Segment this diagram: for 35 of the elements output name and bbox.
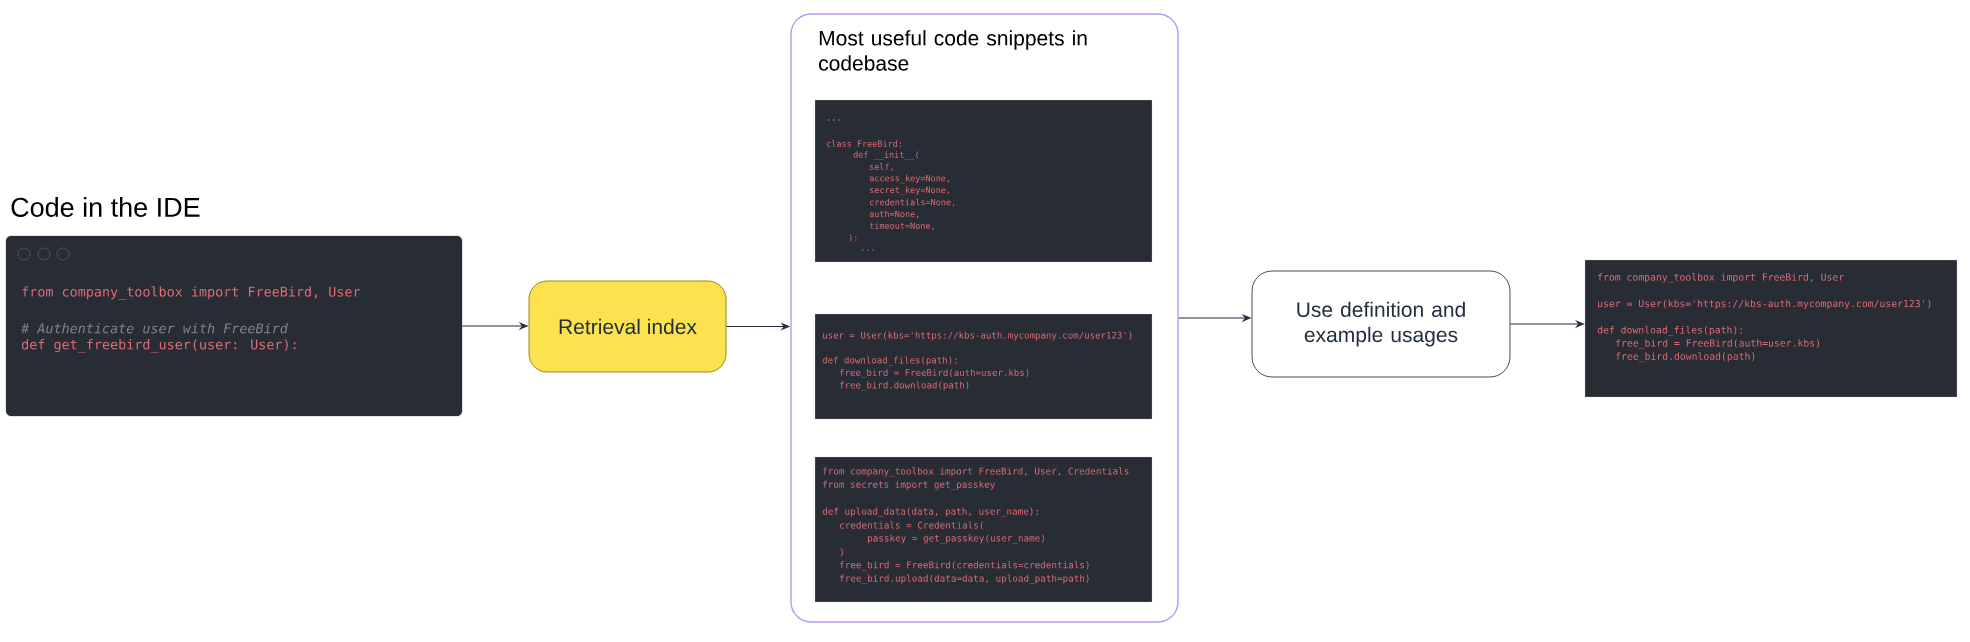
code-line: def download_files(path):	[1597, 325, 1742, 336]
code-line: )	[840, 548, 843, 557]
code-line: from secrets import get_passkey	[823, 480, 995, 490]
code-line: def upload_data(data, path, user_name):	[822, 507, 1038, 517]
code-line: ):	[849, 234, 857, 242]
group-title: Most useful code snippets in codebase	[819, 30, 1087, 71]
code-line: auth=None,	[869, 210, 919, 219]
process-box: Retrieval index	[528, 280, 727, 373]
code-line: free_bird.upload(data=data, upload_path=path)	[840, 574, 1089, 584]
code-line: ...	[828, 119, 840, 121]
code-line: self,	[870, 163, 893, 172]
code-line: secret_key=None,	[870, 186, 950, 196]
code-line: class FreeBird:	[826, 140, 901, 147]
code-line: access_key=None,	[869, 174, 950, 184]
code-line: def download_files(path):	[822, 356, 957, 366]
heading: Code in the IDE	[11, 197, 200, 217]
code-line: timeout=None,	[869, 222, 934, 230]
code-line: from company_toolbox import FreeBird, User, Credentials	[823, 467, 1129, 477]
code-line: credentials = Credentials(	[840, 521, 983, 530]
code-line: ...	[862, 249, 874, 251]
code-line: free_bird = FreeBird(auth=user.kbs)	[1616, 339, 1819, 349]
code-line: from company_toolbox import FreeBird, User	[22, 286, 361, 300]
code-line: user = User(kbs='https://kbs-auth.mycompany.com/user123')	[1598, 299, 1931, 310]
code-line: free_bird = FreeBird(credentials=credentials)	[840, 561, 1089, 571]
code-line: credentials=None,	[869, 198, 955, 207]
code-line: free_bird = FreeBird(auth=user.kbs)	[840, 369, 1029, 378]
code-line: def get_freebird_user(user: User):	[21, 339, 296, 353]
process-box: Use definition and example usages	[1251, 270, 1511, 378]
code-line: from company_toolbox import FreeBird, User	[1598, 273, 1844, 283]
code-line: free_bird.download(path)	[840, 381, 969, 391]
code-line: def __init__(	[853, 151, 919, 160]
code-line: user = User(kbs='https://kbs-auth.mycompany.com/user123')	[823, 331, 1132, 341]
code-line: # Authenticate user with FreeBird	[21, 323, 288, 334]
code-line: free_bird.download(path)	[1616, 352, 1755, 363]
code-line: passkey = get_passkey(user_name)	[868, 534, 1044, 544]
